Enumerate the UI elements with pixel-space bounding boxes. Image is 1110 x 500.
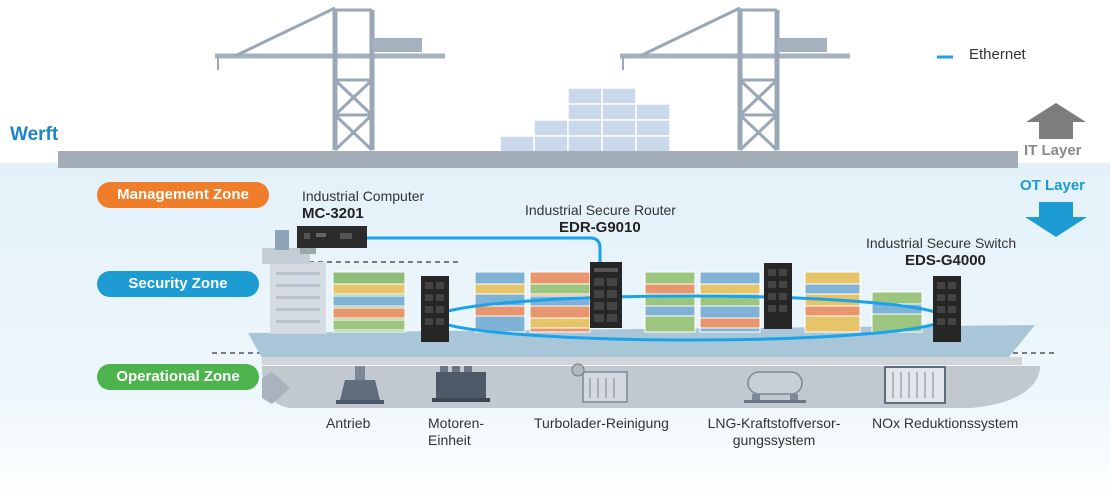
operational-zone-badge: Operational Zone	[97, 364, 259, 390]
switch-name: Industrial Secure Switch	[866, 235, 1017, 251]
rudder-icon	[262, 372, 290, 404]
propulsion-icon	[336, 366, 384, 404]
router-model: EDR-G9010	[559, 219, 641, 236]
nox-label: NOx Reduktionssystem	[872, 415, 1019, 431]
industrial-computer-device	[297, 226, 367, 254]
management-zone-badge: Management Zone	[97, 182, 269, 208]
computer-name: Industrial Computer	[302, 188, 425, 204]
lng-label-line2: gungssystem	[732, 432, 816, 448]
turbocharger-cleaning-icon	[571, 363, 628, 403]
lng-fuel-system-icon	[744, 371, 806, 403]
ship-hull-stripe	[262, 357, 1022, 365]
secure-switch-device-1	[421, 276, 449, 342]
crane-right	[620, 6, 850, 152]
engine-icon	[432, 366, 490, 402]
nox-reduction-system-icon	[884, 366, 946, 404]
lng-label-line1: LNG-Kraftstoffversor-	[707, 415, 841, 431]
engine-label-line1: Motoren-	[428, 415, 485, 431]
it-layer-up-arrow	[1026, 103, 1086, 139]
ship-bridge	[262, 230, 326, 334]
turbo-label: Turbolader-Reinigung	[534, 415, 669, 431]
secure-router-device	[590, 262, 622, 328]
ethernet-legend-label: Ethernet	[969, 46, 1026, 63]
secure-switch-device-2	[764, 263, 792, 329]
ethernet-uplink	[365, 236, 602, 262]
site-label: Werft	[10, 124, 59, 145]
quay	[58, 151, 1018, 168]
engine-label-line2: Einheit	[428, 432, 471, 448]
engine-label: Motoren- Einheit	[428, 415, 484, 449]
crane-left	[215, 6, 445, 152]
ot-layer-down-arrow	[1025, 202, 1087, 237]
it-layer-label: IT Layer	[1024, 142, 1082, 159]
router-name: Industrial Secure Router	[525, 202, 676, 218]
propulsion-label: Antrieb	[326, 415, 371, 431]
computer-model: MC-3201	[302, 205, 364, 222]
ot-layer-label: OT Layer	[1020, 177, 1086, 194]
quay-containers	[499, 87, 671, 153]
switch-model: EDS-G4000	[905, 252, 986, 269]
secure-switch-device-3	[933, 276, 961, 342]
ship-containers	[332, 271, 923, 333]
security-zone-badge: Security Zone	[97, 271, 259, 297]
lng-label: LNG-Kraftstoffversor- gungssystem	[701, 415, 847, 449]
